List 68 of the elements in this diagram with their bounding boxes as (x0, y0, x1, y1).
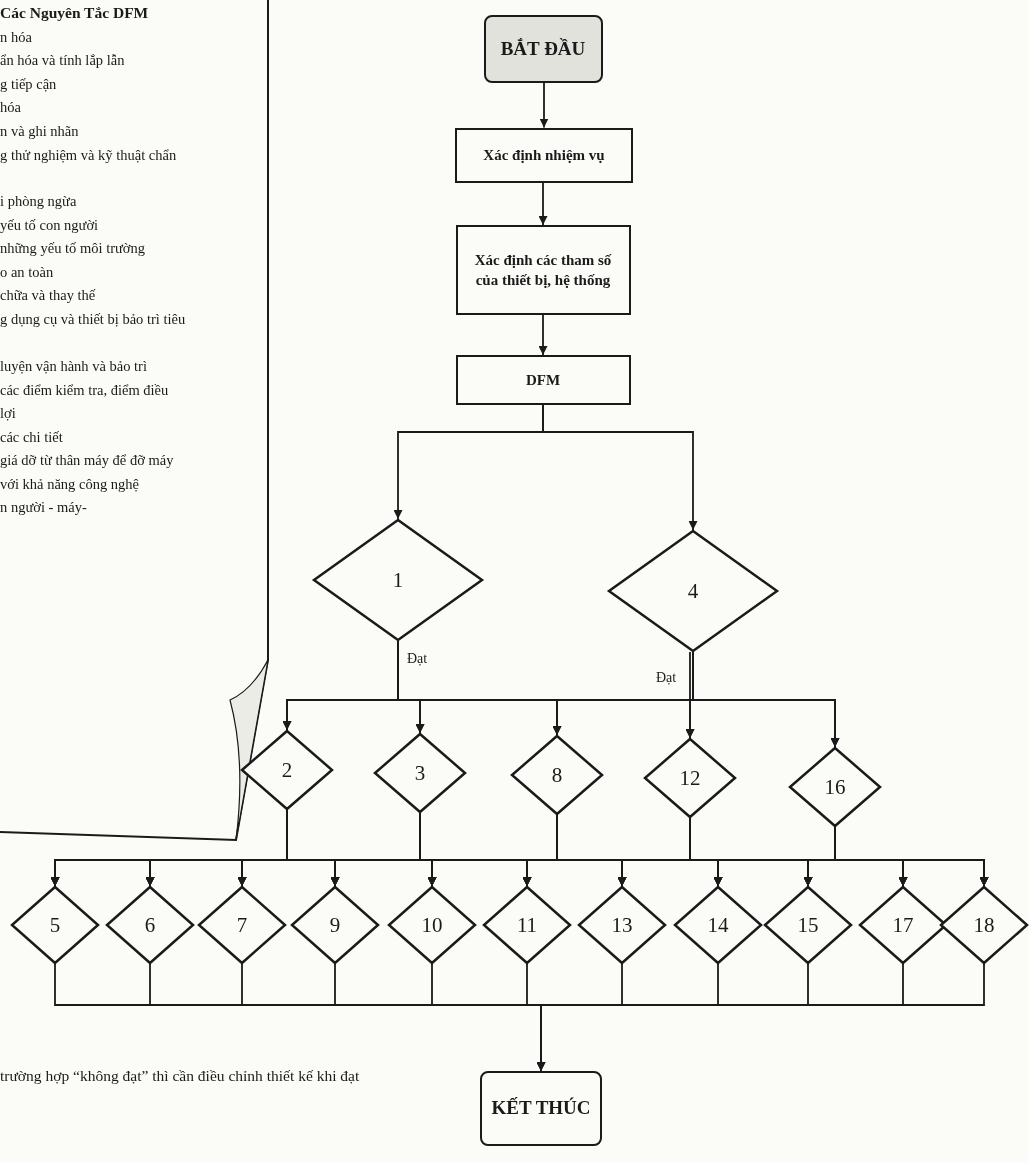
note-item: luyện vận hành và bảo trì (0, 356, 147, 376)
decision-diamond (940, 886, 1028, 964)
edge-label: Đạt (406, 651, 429, 667)
note-item: g tiếp cận (0, 74, 57, 94)
note-item: chữa và thay thế (0, 285, 96, 305)
decision-diamond (789, 747, 881, 827)
step-number: 13 (611, 912, 633, 938)
step-number: 7 (236, 912, 248, 938)
step-number: 1 (392, 567, 404, 593)
note-item: n và ghi nhãn (0, 121, 79, 141)
step-number: 2 (281, 757, 293, 783)
step-number: 8 (551, 762, 563, 788)
step-number: 11 (516, 912, 538, 938)
edge-label: Đạt (655, 670, 678, 686)
note-item: giá dỡ từ thân máy để đỡ máy (0, 450, 174, 470)
step-number: 9 (329, 912, 341, 938)
arrow (542, 404, 698, 531)
note-item: n người - máy- (0, 497, 87, 517)
arrow (536, 963, 985, 1072)
decision-diamond (608, 530, 778, 652)
note-item: n hóa (0, 27, 32, 47)
process-box: Xác định nhiệm vụ (455, 127, 633, 183)
arrow (685, 651, 695, 739)
note-item: với khả năng công nghệ (0, 474, 139, 494)
arrow (834, 826, 989, 887)
decision-diamond (374, 733, 466, 813)
step-number: 16 (824, 774, 846, 800)
footnote: trường hợp “không đạt” thì cần điều chỉnh thiết kế khi đạt (0, 1066, 361, 1086)
step-number: 6 (144, 912, 156, 938)
note-item: g dụng cụ và thiết bị bảo trì tiêu (0, 309, 186, 329)
note-item: hóa (0, 97, 21, 117)
decision-diamond (198, 886, 286, 964)
note-item: yếu tố con người (0, 215, 99, 235)
step-number: 4 (687, 578, 699, 604)
decision-diamond (674, 886, 762, 964)
note-heading: Các Nguyên Tắc DFM (0, 2, 149, 23)
decision-diamond (106, 886, 194, 964)
step-number: 3 (414, 760, 426, 786)
step-number: 12 (679, 765, 701, 791)
decision-diamond (11, 886, 99, 964)
note-item: o an toàn (0, 262, 54, 282)
decision-diamond (388, 886, 476, 964)
decision-diamond (313, 519, 483, 641)
arrow (539, 82, 549, 129)
decision-diamond (291, 886, 379, 964)
note-item: i phòng ngừa (0, 191, 77, 211)
step-number: 10 (421, 912, 443, 938)
decision-diamond (241, 730, 333, 810)
step-number: 15 (797, 912, 819, 938)
decision-diamond (511, 735, 603, 815)
end-terminal: KẾT THÚC (480, 1070, 602, 1146)
note-item: những yếu tố môi trường (0, 238, 145, 258)
arrow (538, 181, 548, 226)
decision-diamond (644, 738, 736, 818)
step-number: 18 (973, 912, 995, 938)
step-number: 17 (892, 912, 914, 938)
note-item: các chi tiết (0, 427, 63, 447)
step-number: 5 (49, 912, 61, 938)
arrow (538, 314, 548, 356)
step-number: 14 (707, 912, 729, 938)
start-terminal: BẮT ĐẦU (483, 15, 603, 83)
process-box: DFM (455, 355, 631, 405)
decision-diamond (483, 886, 571, 964)
note-item: g thử nghiệm và kỹ thuật chẩn (0, 145, 177, 165)
process-box: Xác định các tham số của thiết bị, hệ thống (455, 225, 631, 315)
note-item: ẩn hóa và tính lắp lẫn (0, 50, 125, 70)
decision-diamond (578, 886, 666, 964)
decision-diamond (764, 886, 852, 964)
